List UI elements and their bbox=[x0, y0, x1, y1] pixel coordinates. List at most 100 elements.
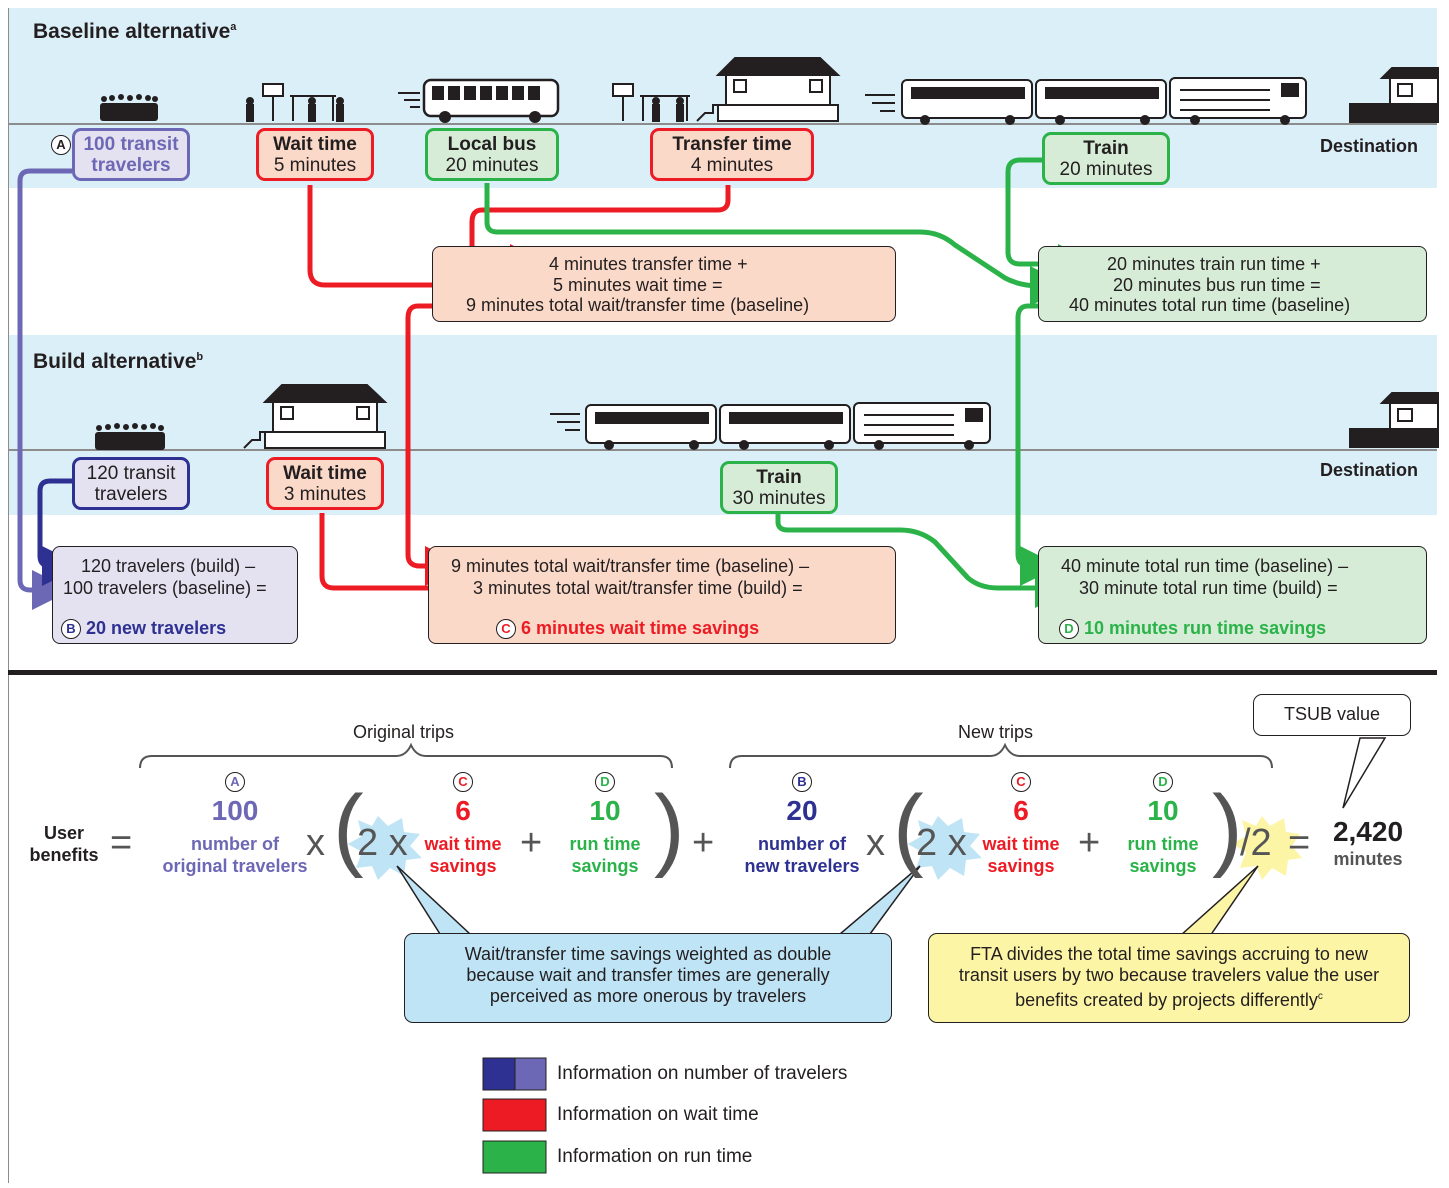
baseline-destination-label: Destination bbox=[1320, 136, 1419, 156]
baseline-run-total-connector bbox=[1015, 303, 1060, 586]
build-wait-calc-box: 9 minutes total wait/transfer time (base… bbox=[428, 546, 896, 644]
half-divide-callout-sup: c bbox=[1317, 991, 1323, 1002]
term-a-label2: original travelers bbox=[162, 856, 308, 876]
travelers-calc-line2: 100 travelers (baseline) = bbox=[63, 578, 267, 598]
build-run-calc-line1: 40 minute total run time (baseline) – bbox=[1061, 556, 1349, 576]
double-factor: 2 x bbox=[916, 822, 967, 864]
build-run-calc-result: D 10 minutes run time savings bbox=[1059, 618, 1326, 640]
transfer-time-title: Transfer time bbox=[672, 134, 792, 155]
transfer-time-value: 4 minutes bbox=[690, 155, 774, 176]
term-c2-marker: C bbox=[1011, 772, 1031, 793]
close-paren: ) bbox=[654, 777, 685, 879]
term-d2: D bbox=[1118, 770, 1208, 793]
plus-sign: + bbox=[692, 822, 715, 864]
baseline-wait-title: Wait time bbox=[273, 134, 357, 155]
build-ground-line bbox=[8, 449, 1437, 451]
baseline-title: Baseline alternativea bbox=[33, 20, 237, 43]
section-divider bbox=[8, 670, 1437, 675]
term-c2-value: 6 bbox=[1013, 795, 1029, 826]
baseline-wait-total-connector bbox=[405, 303, 465, 586]
baseline-wait-calc-line1: 4 minutes transfer time + bbox=[549, 254, 748, 274]
build-train-box: Train 30 minutes bbox=[720, 461, 838, 514]
build-wait-connector bbox=[319, 513, 472, 608]
build-wait-value: 3 minutes bbox=[283, 484, 367, 505]
plus-sign: + bbox=[520, 822, 543, 864]
build-train-run-connector bbox=[775, 510, 1075, 608]
baseline-train-box: Train 20 minutes bbox=[1042, 132, 1170, 185]
double-weight-burst bbox=[348, 816, 422, 880]
term-d2-label1: run time bbox=[1127, 834, 1199, 854]
term-d1-label2: savings bbox=[571, 856, 639, 876]
build-wait-title: Wait time bbox=[283, 463, 367, 484]
train-icon bbox=[865, 77, 1307, 125]
baseline-wait-calc-line3: 9 minutes total wait/transfer time (base… bbox=[466, 295, 810, 315]
term-b-value: 20 bbox=[786, 795, 818, 826]
baseline-run-calc-box: 20 minutes train run time + 20 minutes b… bbox=[1038, 246, 1427, 322]
left-frame-line bbox=[8, 8, 9, 1183]
term-b-marker: B bbox=[792, 772, 812, 793]
term-d1-marker: D bbox=[595, 772, 615, 793]
term-d1-label: run time savings bbox=[555, 833, 655, 877]
baseline-wait-box: Wait time 5 minutes bbox=[256, 128, 374, 181]
original-trips-label: Original trips bbox=[353, 722, 455, 742]
wait-time-connector bbox=[307, 185, 550, 305]
people-group-icon bbox=[100, 94, 158, 121]
new-trips-brace bbox=[729, 742, 1273, 769]
open-paren: ( bbox=[333, 777, 364, 879]
tsub-callout: TSUB value bbox=[1253, 694, 1411, 736]
marker-a-circle: A bbox=[51, 135, 71, 155]
legend-swatch-wait bbox=[482, 1098, 547, 1132]
build-wait-calc-result-text: 6 minutes wait time savings bbox=[521, 618, 760, 638]
marker-c-circle: C bbox=[496, 619, 516, 640]
tsub-callout-pointer bbox=[1342, 737, 1387, 809]
local-bus-box: Local bus 20 minutes bbox=[425, 128, 559, 181]
term-b-label2: new travelers bbox=[744, 856, 860, 876]
original-trips-brace bbox=[139, 742, 673, 769]
baseline-train-value: 20 minutes bbox=[1059, 159, 1153, 180]
term-a: A bbox=[140, 770, 330, 793]
marker-b-circle: B bbox=[61, 619, 81, 640]
legend-swatch-travelers bbox=[482, 1057, 516, 1091]
baseline-run-calc-line1: 20 minutes train run time + bbox=[1107, 254, 1321, 274]
legend-label-run: Information on run time bbox=[557, 1146, 753, 1167]
term-a-label: number of original travelers bbox=[140, 833, 330, 877]
bus-stop-icon bbox=[612, 83, 690, 122]
term-b-label: number of new travelers bbox=[726, 833, 878, 877]
baseline-wait-value: 5 minutes bbox=[273, 155, 357, 176]
travelers-calc-box: 120 travelers (build) – 100 travelers (b… bbox=[52, 546, 298, 644]
term-c1-marker: C bbox=[453, 772, 473, 793]
double-weight-callout-text: Wait/transfer time savings weighted as d… bbox=[464, 944, 832, 1006]
result: 2,420 minutes bbox=[1318, 816, 1418, 870]
double-weight-burst bbox=[908, 816, 982, 880]
local-bus-title: Local bus bbox=[447, 134, 537, 155]
term-d1: D bbox=[560, 770, 650, 793]
equals-sign: = bbox=[1288, 822, 1311, 864]
transfer-time-box: Transfer time 4 minutes bbox=[650, 128, 814, 181]
term-c1-label2: savings bbox=[429, 856, 497, 876]
marker-a: A bbox=[51, 135, 71, 155]
term-c2-label: wait time savings bbox=[968, 833, 1074, 877]
local-bus-value: 20 minutes bbox=[445, 155, 539, 176]
train-run-time-connector bbox=[1005, 157, 1098, 284]
build-wait-calc-result: C 6 minutes wait time savings bbox=[496, 618, 760, 640]
legend-swatch-run bbox=[482, 1140, 547, 1174]
result-unit: minutes bbox=[1333, 849, 1403, 869]
term-b-label1: number of bbox=[758, 834, 846, 854]
legend-label-wait: Information on wait time bbox=[557, 1104, 759, 1125]
baseline-travelers-line2: travelers bbox=[91, 155, 171, 176]
term-d1-label1: run time bbox=[569, 834, 641, 854]
baseline-wait-calc-line2: 5 minutes wait time = bbox=[553, 275, 723, 295]
baseline-ground-line bbox=[8, 123, 1437, 125]
close-paren: ) bbox=[1212, 777, 1243, 879]
double-weight-callout: Wait/transfer time savings weighted as d… bbox=[404, 933, 892, 1023]
baseline-run-calc-line3: 40 minutes total run time (baseline) bbox=[1069, 295, 1351, 315]
build-run-calc-line2: 30 minute total run time (build) = bbox=[1079, 578, 1338, 598]
half-divide-burst bbox=[1232, 816, 1302, 880]
half-divide-callout-text: FTA divides the total time savings accru… bbox=[958, 944, 1380, 1010]
term-a-value: 100 bbox=[211, 795, 259, 826]
times-sign: x bbox=[306, 822, 325, 864]
legend-label-travelers: Information on number of travelers bbox=[557, 1063, 848, 1084]
half-divide-callout: FTA divides the total time savings accru… bbox=[928, 933, 1410, 1023]
term-a-label1: number of bbox=[191, 834, 279, 854]
term-d2-label2: savings bbox=[1129, 856, 1197, 876]
